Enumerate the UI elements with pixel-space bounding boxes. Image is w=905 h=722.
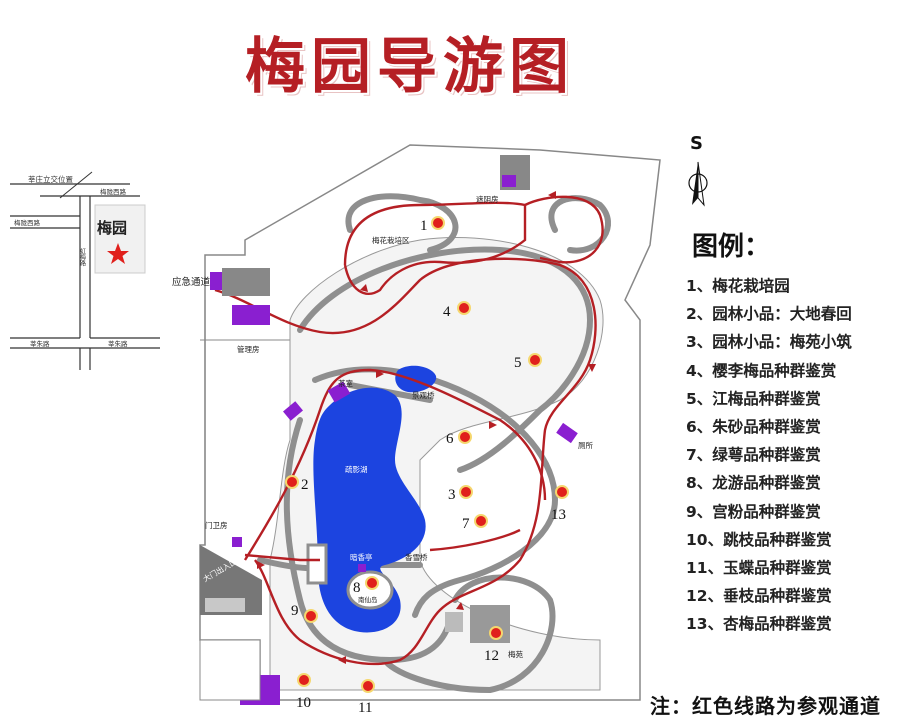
spot-6-label: 6 (446, 431, 454, 447)
spot-5-marker (528, 353, 542, 367)
island (346, 570, 394, 610)
lake (313, 387, 426, 633)
label-shed: 遮阴房 (476, 194, 499, 204)
spot-7-label: 7 (462, 516, 470, 532)
legend-item: 13、杏梅品种群鉴赏 (686, 615, 832, 634)
label-lake: 疏影湖 (345, 464, 368, 474)
inset-road-bottom-right: 莘朱路 (108, 339, 128, 348)
spot-2-label: 2 (301, 477, 309, 493)
spot-1-marker (431, 216, 445, 230)
route-note: 注：红色线路为参观通道 (650, 694, 881, 718)
inset-map: 莘庄立交位置 梅陇西路 梅陇西路 虹梅路 莘朱路 莘朱路 梅园 (10, 171, 160, 370)
legend-item: 4、樱李梅品种群鉴赏 (686, 361, 837, 380)
star-icon (107, 243, 129, 264)
inset-road-bottom-left: 莘朱路 (30, 339, 50, 348)
legend-item: 5、江梅品种群鉴赏 (686, 389, 821, 408)
legend-item: 12、垂枝品种群鉴赏 (686, 587, 832, 606)
legend-title: 图例： (692, 232, 771, 262)
label-gate-house: 门卫房 (205, 520, 228, 530)
route-arrows (257, 191, 596, 664)
label-toilet: 厕所 (578, 440, 593, 450)
label-nursery: 梅花栽培区 (372, 235, 410, 245)
spot-13-marker (555, 485, 569, 499)
inset-cross-label: 莘庄立交位置 (28, 174, 73, 184)
label-island: 南仙岛 (358, 595, 378, 604)
spot-9-label: 9 (291, 603, 299, 619)
spot-9-marker (304, 609, 318, 623)
spot-1-label: 1 (420, 218, 428, 234)
legend-item: 2、园林小品：大地春回 (686, 305, 852, 324)
legend-item: 1、梅花栽培园 (686, 277, 790, 295)
spot-11-marker (361, 679, 375, 693)
spot-12-label: 12 (484, 648, 499, 664)
label-emergency: 应急通道 (172, 276, 211, 288)
spot-6-marker (458, 430, 472, 444)
pier (306, 543, 328, 585)
legend-item: 9、宫粉品种群鉴赏 (686, 502, 821, 521)
spot-3-marker (459, 485, 473, 499)
inset-road-left: 梅陇西路 (14, 218, 41, 227)
legend-item: 10、跳枝品种群鉴赏 (686, 530, 832, 549)
label-management: 管理房 (237, 344, 260, 354)
spot-8-marker (365, 576, 379, 590)
legend-item: 6、朱砂品种群鉴赏 (686, 417, 821, 436)
inset-road-vertical: 虹梅路 (79, 247, 86, 267)
spot-10-marker (297, 673, 311, 687)
label-tea-room: 茶室 (338, 378, 353, 388)
legend-item: 8、龙游品种群鉴赏 (686, 474, 821, 493)
parking-area (199, 639, 261, 701)
spot-10-label: 10 (296, 695, 311, 711)
compass-label: S (690, 133, 703, 154)
label-view-bridge: 景观桥 (412, 390, 435, 400)
spot-2-marker (285, 475, 299, 489)
compass-icon (688, 161, 708, 207)
legend-item: 7、绿萼品种群鉴赏 (686, 446, 821, 465)
legend-item: 3、园林小品：梅苑小筑 (686, 333, 852, 352)
spot-3-label: 3 (448, 487, 456, 503)
spot-5-label: 5 (514, 355, 522, 371)
spot-12-marker (489, 626, 503, 640)
spot-4-label: 4 (443, 304, 451, 320)
label-meiyuan: 梅苑 (508, 649, 523, 659)
legend-list: 1、梅花栽培园 2、园林小品：大地春回 3、园林小品：梅苑小筑 4、樱李梅品种群… (686, 272, 852, 638)
spot-8-label: 8 (353, 580, 361, 596)
spot-4-marker (457, 301, 471, 315)
inset-park-label: 梅园 (97, 219, 127, 237)
inset-road-top: 梅陇西路 (100, 187, 127, 196)
label-pavilion: 暗香亭 (350, 552, 373, 562)
legend-item: 11、玉蝶品种群鉴赏 (686, 558, 832, 577)
spot-markers: 1 2 3 4 5 6 7 8 9 10 11 12 13 (285, 216, 569, 716)
label-snow-bridge: 香雪桥 (405, 552, 428, 562)
spot-13-label: 13 (551, 507, 566, 523)
spot-11-label: 11 (358, 700, 372, 716)
spot-7-marker (474, 514, 488, 528)
